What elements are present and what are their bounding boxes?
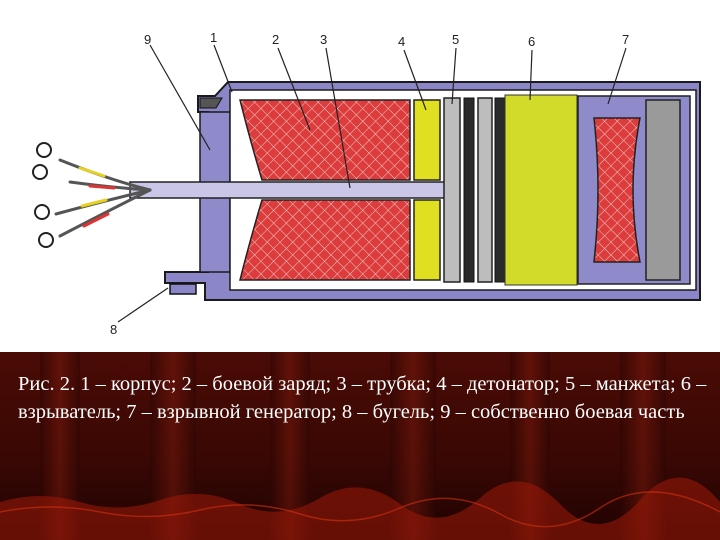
main-charge: [239, 99, 411, 281]
callout-7: 7: [622, 32, 629, 47]
figure-caption: Рис. 2. 1 – корпус; 2 – боевой заряд; 3 …: [18, 373, 707, 423]
tube-part: [129, 181, 449, 199]
detonator-part: [413, 99, 441, 281]
ring-terminal-icon: [32, 142, 54, 248]
diagram-svg: 9 1 2 3 4 5 6 7 8: [32, 30, 701, 337]
fuze-part: [504, 94, 578, 286]
clamp-part: [169, 283, 197, 295]
slide-background: Рис. 2. 1 – корпус; 2 – боевой заряд; 3 …: [0, 352, 720, 540]
callout-1: 1: [210, 30, 217, 45]
callout-4: 4: [398, 34, 405, 49]
cuff-part: [443, 97, 506, 283]
warhead-cross-section-diagram: 9 1 2 3 4 5 6 7 8: [32, 30, 701, 337]
callout-8: 8: [110, 322, 117, 337]
curtain-decoration: [0, 352, 720, 540]
callout-6: 6: [528, 34, 535, 49]
callout-2: 2: [272, 32, 279, 47]
wire-lead-icon: [54, 158, 152, 238]
callout-3: 3: [320, 32, 327, 47]
explosive-generator-part: [577, 95, 691, 285]
callout-9: 9: [144, 32, 151, 47]
leader-lines: [117, 44, 627, 323]
callout-5: 5: [452, 32, 459, 47]
